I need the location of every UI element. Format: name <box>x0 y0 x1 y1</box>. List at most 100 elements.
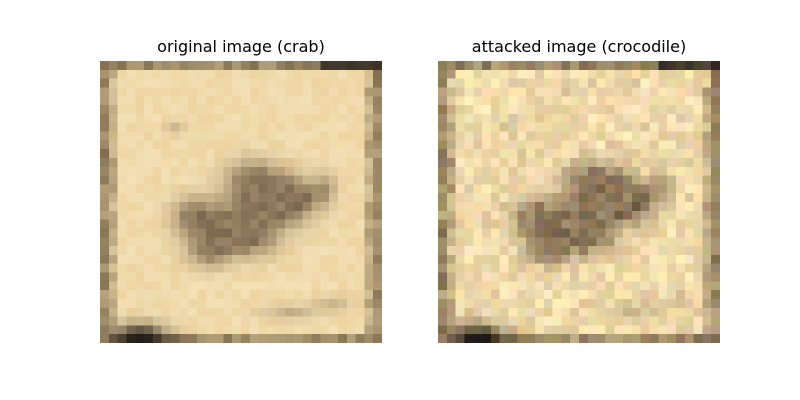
pixel <box>614 228 624 238</box>
pixel <box>658 290 668 300</box>
pixel <box>285 298 295 308</box>
pixel <box>100 254 109 264</box>
pixel <box>188 246 198 256</box>
pixel <box>188 228 198 238</box>
pixel <box>170 228 180 238</box>
pixel <box>100 298 109 308</box>
pixel <box>373 131 382 141</box>
pixel <box>355 281 365 291</box>
pixel <box>464 298 474 308</box>
pixel <box>293 219 303 229</box>
pixel <box>188 157 198 167</box>
pixel <box>170 254 180 264</box>
pixel <box>508 316 518 326</box>
pixel <box>373 96 382 106</box>
pixel <box>631 210 641 220</box>
pixel <box>267 202 277 211</box>
pixel <box>438 131 447 141</box>
pixel <box>675 149 685 159</box>
pixel <box>214 290 224 300</box>
pixel <box>552 105 562 115</box>
pixel <box>517 290 527 300</box>
pixel <box>373 307 382 317</box>
pixel <box>108 210 118 220</box>
pixel <box>649 61 659 70</box>
pixel <box>285 131 295 141</box>
pixel <box>258 193 268 203</box>
pixel <box>144 298 154 308</box>
pixel <box>285 122 295 132</box>
pixel <box>293 184 303 194</box>
pixel <box>499 307 509 317</box>
pixel <box>320 78 330 88</box>
pixel <box>517 87 527 97</box>
pixel <box>711 307 720 317</box>
pixel <box>311 122 321 132</box>
pixel <box>534 96 544 106</box>
pixel <box>144 334 154 343</box>
pixel <box>464 140 474 150</box>
pixel <box>152 96 162 106</box>
pixel <box>205 325 215 335</box>
pixel <box>499 193 509 203</box>
pixel <box>346 307 356 317</box>
pixel <box>293 96 303 106</box>
pixel <box>223 334 233 343</box>
pixel <box>446 272 456 282</box>
pixel <box>355 254 365 264</box>
pixel <box>152 175 162 185</box>
pixel <box>649 87 659 97</box>
pixel <box>693 69 703 79</box>
pixel <box>302 334 312 343</box>
pixel <box>100 149 109 159</box>
pixel <box>152 237 162 247</box>
pixel <box>205 166 215 176</box>
pixel <box>499 334 509 343</box>
pixel <box>117 61 127 70</box>
pixel <box>702 210 712 220</box>
pixel <box>667 105 677 115</box>
pixel <box>188 78 198 88</box>
pixel <box>320 87 330 97</box>
pixel <box>534 325 544 335</box>
pixel <box>675 87 685 97</box>
pixel <box>526 96 536 106</box>
pixel <box>561 219 571 229</box>
pixel <box>355 166 365 176</box>
pixel <box>446 334 456 343</box>
pixel <box>702 263 712 273</box>
pixel <box>570 237 580 247</box>
pixel <box>108 254 118 264</box>
pixel <box>455 237 465 247</box>
pixel <box>517 246 527 256</box>
pixel <box>640 96 650 106</box>
pixel <box>508 184 518 194</box>
pixel <box>285 307 295 317</box>
pixel <box>658 298 668 308</box>
pixel <box>144 219 154 229</box>
pixel <box>320 61 330 70</box>
pixel <box>446 325 456 335</box>
pixel <box>464 210 474 220</box>
pixel <box>170 246 180 256</box>
pixel <box>499 69 509 79</box>
pixel <box>267 184 277 194</box>
pixel <box>499 298 509 308</box>
pixel <box>640 175 650 185</box>
pixel <box>276 175 286 185</box>
pixel <box>631 219 641 229</box>
pixel <box>152 105 162 115</box>
pixel <box>152 219 162 229</box>
pixel <box>100 334 109 343</box>
pixel <box>570 334 580 343</box>
pixel <box>144 157 154 167</box>
pixel <box>543 149 553 159</box>
pixel <box>684 184 694 194</box>
pixel <box>702 325 712 335</box>
pixel <box>249 246 259 256</box>
pixel <box>675 246 685 256</box>
pixel <box>152 78 162 88</box>
pixel <box>614 131 624 141</box>
pixel <box>179 263 189 273</box>
pixel <box>258 96 268 106</box>
